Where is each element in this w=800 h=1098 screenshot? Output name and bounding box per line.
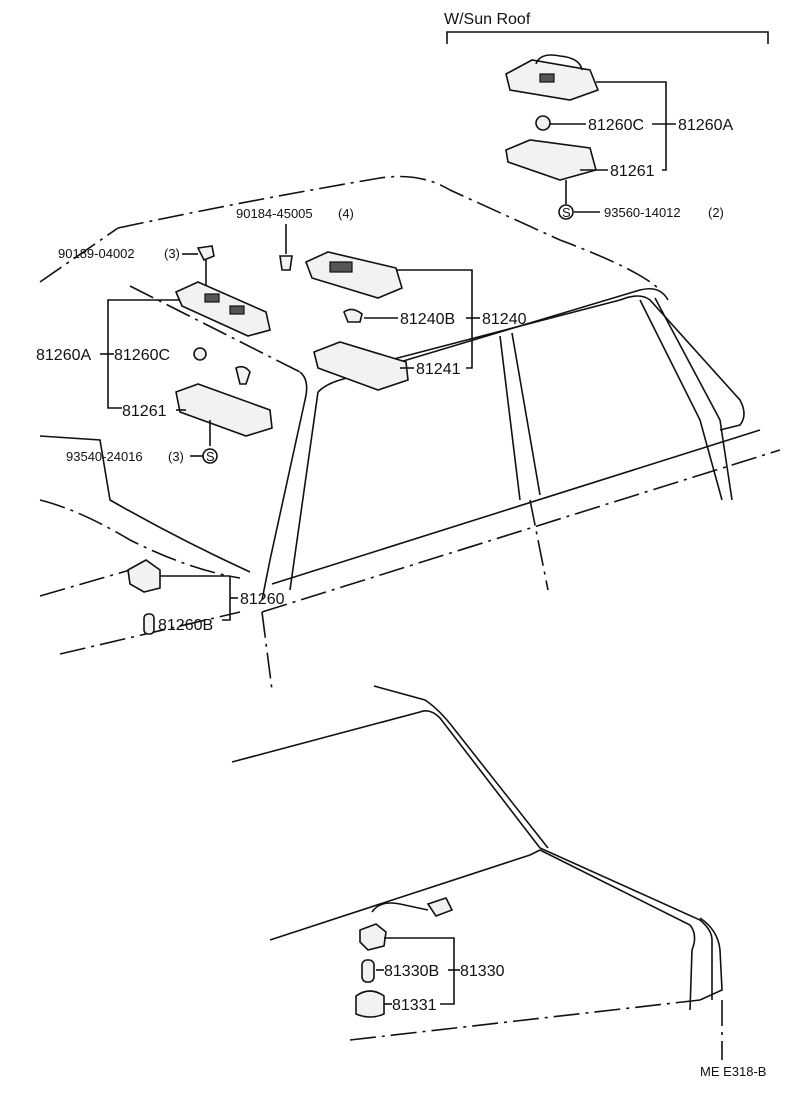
- front-lamp-group: 90189-04002 (3) 90184-45005 (4) 81260A 8…: [36, 206, 354, 464]
- front-lamp-switch-2: [229, 305, 245, 315]
- dashboard-line: [39, 435, 251, 573]
- trunk-outline: [231, 685, 723, 1060]
- front-lamp-housing: [174, 281, 271, 337]
- sunroof-lamp-switch: [539, 73, 555, 83]
- front-center-screw-icon: [279, 255, 293, 271]
- center-assy-bracket: [396, 269, 473, 369]
- roof-rail: [317, 287, 669, 393]
- rear-window-frame: [389, 295, 745, 431]
- variant-bracket: [446, 31, 769, 44]
- rear-window-lower: [231, 710, 713, 1000]
- sunroof-screw-qty: (2): [708, 205, 724, 220]
- svg-text:S: S: [206, 449, 215, 464]
- trunk-assy-bracket: [384, 937, 455, 1005]
- front-assy-label: 81260A: [36, 347, 91, 364]
- roof-outline: [117, 175, 661, 291]
- variant-label: W/Sun Roof: [444, 11, 531, 28]
- sunroof-bulb-label: 81260C: [588, 117, 644, 134]
- center-bulb-icon: [343, 308, 363, 323]
- sunroof-assy-bracket: [596, 81, 667, 171]
- front-left-screw-label: 90189-04002: [58, 246, 135, 261]
- front-lower-screw-qty: (3): [168, 449, 184, 464]
- cowl-line: [39, 569, 131, 597]
- front-lens-label: 81261: [122, 403, 167, 420]
- sunroof-lamp-group: 81260C 81260A 81261 S 93560-14012 (2): [505, 54, 733, 220]
- trunk-bulb-icon: [361, 959, 375, 983]
- sunroof-lamp-wire: [535, 54, 583, 71]
- pillar-assy-bracket: [222, 576, 231, 621]
- trunk-lid-side: [539, 849, 696, 1011]
- front-bulb-label: 81260C: [114, 347, 170, 364]
- front-lamp-switch-1: [204, 293, 220, 303]
- front-center-screw-label: 90184-45005: [236, 206, 313, 221]
- front-lower-screw-label: 93540-24016: [66, 449, 143, 464]
- b-pillar-right: [511, 332, 541, 496]
- trunk-bottom-line: [349, 999, 701, 1041]
- trunk-assy-label: 81330: [460, 963, 505, 980]
- pillar-lamp-group: 81260 81260B: [127, 559, 285, 635]
- trunk-bulb-label: 81330B: [384, 963, 439, 980]
- rear-window-upper: [373, 685, 549, 849]
- pillar-base: [261, 611, 273, 691]
- c-pillar-outer: [654, 297, 733, 501]
- sunroof-lens-label: 81261: [610, 163, 655, 180]
- windshield-header: [129, 285, 301, 373]
- rear-fender: [699, 917, 723, 1001]
- sunroof-screw-label: 93560-14012: [604, 205, 681, 220]
- vehicle-body-outline: [39, 175, 781, 691]
- center-lamp-lens: [313, 341, 409, 391]
- roof-front-edge: [39, 227, 119, 283]
- trunk-lid-front: [269, 849, 541, 941]
- center-lamp-housing: [304, 251, 403, 299]
- pillar-lamp-icon: [127, 559, 161, 593]
- center-lens-label: 81241: [416, 361, 461, 378]
- belt-line: [271, 429, 761, 585]
- sunroof-lamp-lens: [505, 139, 597, 181]
- sunroof-assy-label: 81260A: [678, 117, 733, 134]
- hood-line: [39, 499, 241, 579]
- diagram-code: ME E318-B: [700, 1064, 766, 1079]
- sunroof-screw-icon: [558, 204, 574, 220]
- front-lamp-lens: [175, 383, 273, 437]
- trunk-lamp-lens: [355, 990, 385, 1018]
- center-bulb-label: 81240B: [400, 311, 455, 328]
- sunroof-bulb-icon: [535, 115, 551, 131]
- svg-text:S: S: [562, 205, 571, 220]
- trunk-lamp-connector: [426, 897, 454, 917]
- center-assy-label: 81240: [482, 311, 527, 328]
- pillar-bulb-label: 81260B: [158, 617, 213, 634]
- front-bulb-icon: [193, 347, 207, 361]
- center-lamp-group: 81240B 81240 81241: [304, 251, 527, 391]
- pillar-bulb-icon: [143, 613, 155, 635]
- trunk-lens-label: 81331: [392, 997, 437, 1014]
- front-left-screw-icon: [196, 245, 215, 262]
- a-pillar-outer: [289, 391, 319, 591]
- front-left-screw-qty: (3): [164, 246, 180, 261]
- front-center-screw-qty: (4): [338, 206, 354, 221]
- trunk-lamp-wire: [371, 902, 429, 913]
- door-seam: [529, 499, 549, 591]
- pillar-lamp-label: 81260: [240, 591, 285, 608]
- trunk-lamp-group: 81330B 81330 81331: [355, 897, 505, 1018]
- door-lower-line: [261, 449, 781, 613]
- a-pillar-inner: [261, 371, 308, 601]
- b-pillar-left: [499, 335, 521, 501]
- c-pillar: [639, 299, 723, 501]
- trunk-lamp-socket: [359, 923, 387, 951]
- sunroof-variant-header: W/Sun Roof: [444, 11, 769, 44]
- center-lamp-switch: [329, 261, 353, 273]
- front-spare-bulb-icon: [235, 365, 251, 385]
